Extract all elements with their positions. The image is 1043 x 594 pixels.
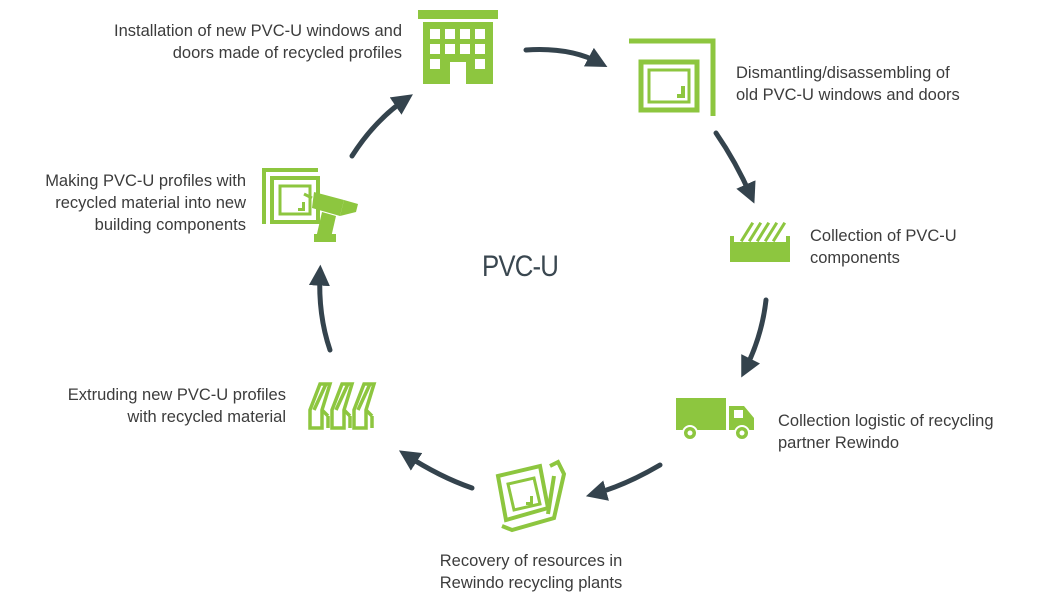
arrow-dismantling-to-collection [713, 130, 756, 204]
truck-icon [676, 398, 754, 441]
profiles-icon [308, 382, 377, 430]
frame-drill-icon [262, 168, 358, 242]
arrow-installation-to-dismantling [523, 47, 608, 67]
step-label-collection: Collection of PVC-U components [810, 227, 957, 267]
drill-icon [303, 192, 358, 242]
container-icon [730, 222, 790, 262]
arrow-logistic-to-recovery [585, 462, 663, 501]
step-label-recovery: Recovery of resources in Rewindo recycli… [439, 552, 623, 592]
arrow-recovery-to-extruding [398, 450, 475, 491]
arrow-making-to-installation [349, 94, 413, 159]
step-label-making: Making PVC-U profiles with recycled mate… [45, 172, 246, 234]
step-label-extruding: Extruding new PVC-U profiles with recycl… [67, 386, 286, 426]
building-icon [418, 10, 498, 84]
arrow-extruding-to-making [308, 264, 333, 353]
step-label-dismantling: Dismantling/disassembling of old PVC-U w… [736, 64, 960, 104]
window-frame-icon [629, 38, 716, 116]
crushed-frames-icon [495, 459, 567, 533]
arrow-collection-to-logistic [741, 297, 769, 378]
center-title: PVC-U [482, 250, 559, 283]
step-label-logistic: Collection logistic of recycling partner… [778, 412, 994, 452]
step-label-installation: Installation of new PVC-U windows and do… [114, 22, 402, 62]
